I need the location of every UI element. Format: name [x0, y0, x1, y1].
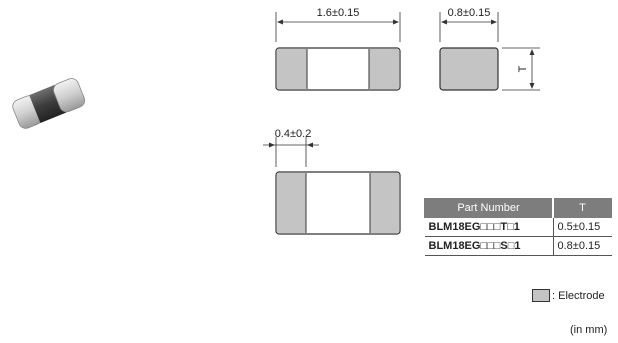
length-label: 1.6±0.15 — [317, 7, 360, 19]
electrode-label: 0.4±0.2 — [275, 128, 312, 140]
top-left-electrode — [277, 49, 307, 89]
top-right-electrode — [369, 49, 399, 89]
thickness-label: T — [517, 65, 529, 72]
width-label: 0.8±0.15 — [448, 7, 491, 19]
top-view-length: 1.6±0.15 — [275, 7, 401, 91]
bottom-left-electrode — [277, 173, 306, 233]
side-view-electrode — [439, 47, 499, 91]
table-row: BLM18EG□□□T□1 0.5±0.15 — [424, 217, 612, 237]
table-header-row: Part Number T — [424, 198, 612, 218]
bottom-view-outline — [275, 171, 401, 235]
right-electrode-cap — [53, 78, 86, 113]
header-thickness: T — [552, 198, 612, 218]
part-number-table: Part Number T BLM18EG□□□T□1 0.5±0.15 BLM… — [424, 198, 612, 256]
thickness-cell: 0.8±0.15 — [553, 236, 612, 256]
bottom-view: 0.4±0.2 — [263, 128, 401, 235]
side-view: 0.8±0.15 T — [439, 7, 540, 91]
thickness-cell: 0.5±0.15 — [553, 217, 612, 237]
legend-label: : Electrode — [552, 289, 605, 302]
component-photo — [12, 78, 86, 129]
electrode-swatch — [532, 289, 550, 302]
header-part-number: Part Number — [424, 198, 554, 218]
table-row: BLM18EG□□□S□1 0.8±0.15 — [424, 236, 612, 256]
part-number-cell: BLM18EG□□□S□1 — [424, 236, 554, 256]
unit-note: (in mm) — [570, 324, 608, 336]
electrode-legend: : Electrode — [532, 289, 605, 302]
bottom-right-electrode — [370, 173, 399, 233]
part-number-cell: BLM18EG□□□T□1 — [424, 217, 554, 237]
